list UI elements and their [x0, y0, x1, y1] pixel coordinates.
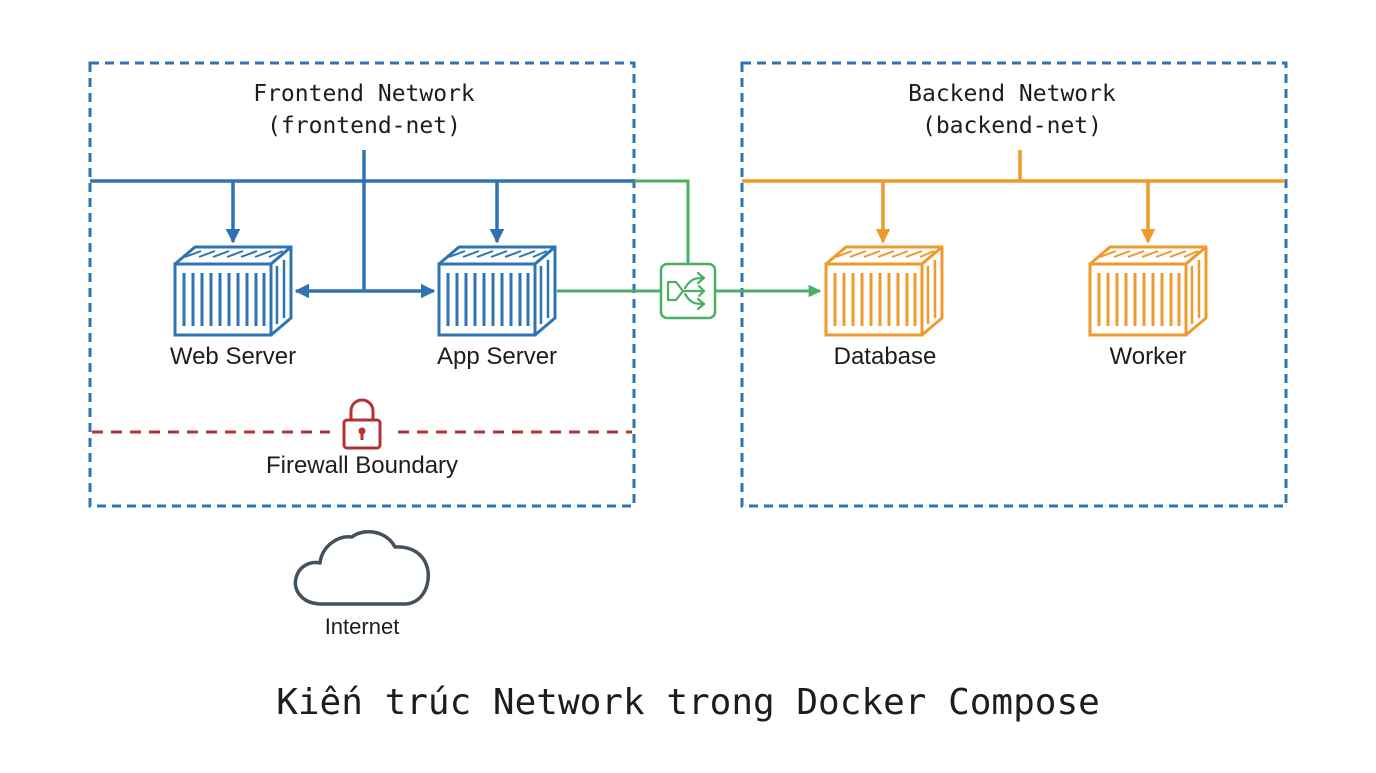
frontend-network-title: Frontend Network (frontend-net) — [253, 78, 475, 142]
lock-icon — [342, 398, 382, 450]
internet-label: Internet — [324, 614, 400, 639]
bridge-link-line — [634, 179, 690, 264]
worker-label: Worker — [1109, 343, 1187, 370]
frontend-network-zone — [88, 61, 636, 508]
web-server-container-icon — [173, 245, 293, 337]
firewall-boundary-label: Firewall Boundary — [265, 452, 459, 479]
database-label: Database — [833, 343, 937, 370]
frontend-network-subtitle: (frontend-net) — [267, 113, 461, 139]
diagram-title: Kiến trúc Network trong Docker Compose — [276, 682, 1100, 723]
cloud-icon — [293, 529, 430, 606]
web-server-label: Web Server — [169, 343, 297, 370]
app-server-label: App Server — [436, 343, 558, 370]
database-container-icon — [824, 245, 944, 337]
frontend-network-name: Frontend Network — [253, 81, 475, 107]
backend-network-subtitle: (backend-net) — [921, 113, 1102, 139]
backend-network-zone — [740, 61, 1288, 508]
share-icon — [659, 262, 717, 320]
backend-network-title: Backend Network (backend-net) — [908, 78, 1116, 142]
worker-container-icon — [1088, 245, 1208, 337]
app-server-container-icon — [437, 245, 557, 337]
backend-network-name: Backend Network — [908, 81, 1116, 107]
